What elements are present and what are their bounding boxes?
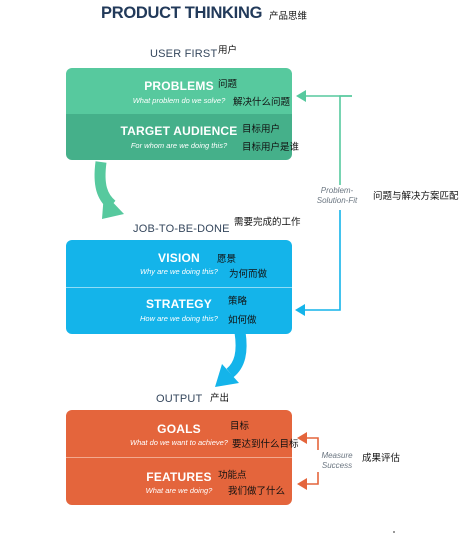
stray-dot (393, 531, 395, 533)
features-title-cn: 功能点 (218, 470, 247, 481)
section-label-output-cn: 产出 (210, 393, 230, 404)
strategy-title: STRATEGY (145, 297, 213, 311)
target-audience-subtitle-cn: 目标用户是谁 (242, 142, 300, 153)
problems-title-cn: 问题 (218, 79, 238, 90)
vision-subtitle: Why are we doing this? (140, 267, 218, 276)
section-label-jtbd: JOB-TO-BE-DONE (133, 223, 230, 235)
section-label-user-first: USER FIRST (150, 48, 218, 60)
strategy-subtitle: How are we doing this? (140, 314, 218, 323)
ms-line-1: Measure (321, 451, 353, 460)
page-title: PRODUCT THINKING (101, 4, 263, 22)
features-panel: FEATURES What are we doing? (66, 458, 292, 505)
goals-title-cn: 目标 (230, 421, 250, 432)
target-audience-subtitle: For whom are we doing this? (130, 141, 228, 150)
section-label-user-first-cn: 用户 (218, 45, 238, 56)
problems-title: PROBLEMS (144, 79, 214, 93)
psf-line-2: Solution-Fit (316, 196, 358, 205)
page-title-translation: 产品思维 (269, 11, 308, 22)
vision-panel: VISION Why are we doing this? (66, 240, 292, 287)
goals-subtitle: What do we want to achieve? (130, 438, 228, 447)
section-label-output: OUTPUT (156, 393, 203, 405)
target-audience-title: TARGET AUDIENCE (120, 124, 238, 138)
ms-line-2: Success (321, 461, 353, 470)
goals-divider (66, 457, 292, 458)
strategy-panel: STRATEGY How are we doing this? (66, 288, 292, 334)
green-box: PROBLEMS What problem do we solve? TARGE… (66, 68, 292, 160)
target-audience-title-cn: 目标用户 (242, 124, 281, 135)
psf-line-1: Problem- (320, 186, 354, 195)
strategy-title-cn: 策略 (228, 296, 248, 307)
problems-subtitle-cn: 解决什么问题 (233, 97, 291, 108)
problem-solution-fit-cn: 问题与解决方案匹配 (373, 191, 459, 202)
vision-title: VISION (158, 251, 200, 265)
problems-subtitle: What problem do we solve? (132, 96, 226, 105)
section-label-jtbd-cn: 需要完成的工作 (234, 217, 301, 228)
goals-title: GOALS (157, 422, 201, 436)
features-subtitle-cn: 我们做了什么 (228, 486, 286, 497)
vision-divider (66, 287, 292, 288)
blue-box: VISION Why are we doing this? STRATEGY H… (66, 240, 292, 334)
features-title: FEATURES (146, 470, 212, 484)
goals-subtitle-cn: 要达到什么目标 (232, 439, 299, 450)
vision-title-cn: 愿景 (217, 254, 237, 265)
goals-panel: GOALS What do we want to achieve? (66, 410, 292, 457)
problem-solution-fit-label: Problem- Solution-Fit (311, 186, 363, 206)
strategy-subtitle-cn: 如何做 (228, 315, 257, 326)
problems-panel: PROBLEMS What problem do we solve? (66, 68, 292, 114)
measure-success-cn: 成果评估 (362, 453, 401, 464)
features-subtitle: What are we doing? (145, 486, 213, 495)
orange-box: GOALS What do we want to achieve? FEATUR… (66, 410, 292, 505)
target-audience-panel: TARGET AUDIENCE For whom are we doing th… (66, 114, 292, 160)
vision-subtitle-cn: 为何而做 (229, 269, 268, 280)
measure-success-label: Measure Success (312, 451, 362, 471)
